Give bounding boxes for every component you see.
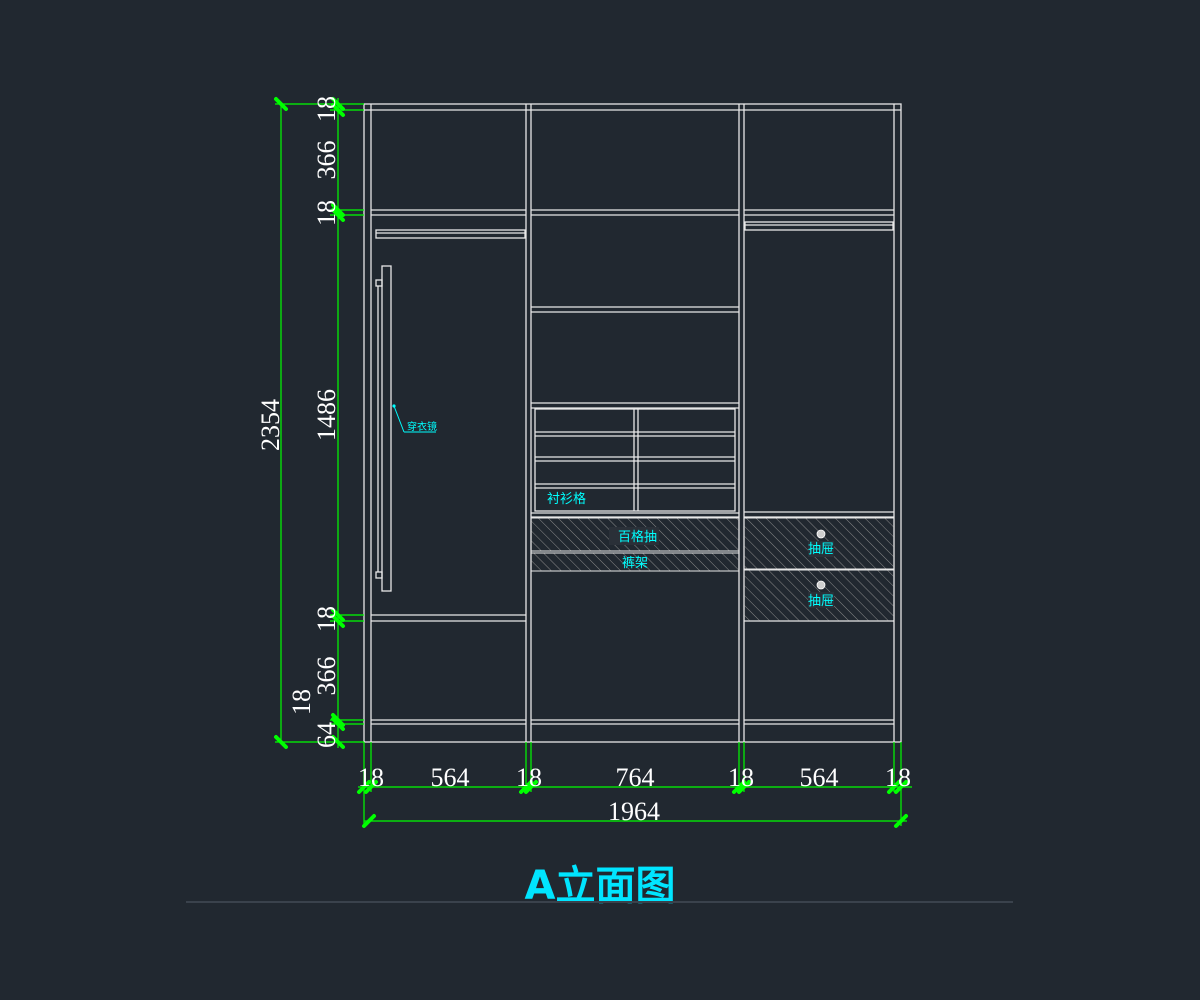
dimension-ticks bbox=[274, 97, 908, 828]
drawer-knobs bbox=[816, 529, 826, 590]
component-labels: 穿衣镜 衬衫格 百格抽 裤架 抽屉 抽屉 bbox=[392, 404, 834, 609]
drawer-2-knob-icon bbox=[816, 580, 826, 590]
dim-h-5: 564 bbox=[800, 763, 839, 792]
dim-h-6: 18 bbox=[885, 763, 911, 792]
dim-h-0: 18 bbox=[358, 763, 384, 792]
dim-h-1: 564 bbox=[431, 763, 470, 792]
dim-v-6: 18 bbox=[287, 689, 316, 715]
dim-v-3: 1486 bbox=[312, 389, 341, 441]
dim-v-0: 18 bbox=[312, 96, 341, 122]
dim-v-2: 18 bbox=[312, 200, 341, 226]
dim-v-1: 366 bbox=[312, 141, 341, 180]
label-hundred-drawer: 百格抽 bbox=[618, 529, 657, 545]
label-shirt-grid: 衬衫格 bbox=[547, 491, 586, 507]
drawer-1-knob-icon bbox=[816, 529, 826, 539]
dim-h-2: 18 bbox=[516, 763, 542, 792]
dim-h-3: 764 bbox=[616, 763, 655, 792]
trouser-rack-panel bbox=[530, 552, 740, 572]
dim-v-5: 366 bbox=[312, 657, 341, 696]
dim-v-7: 64 bbox=[312, 722, 341, 748]
shirt-grid bbox=[534, 408, 736, 512]
dimension-lines bbox=[275, 98, 912, 826]
cabinet-outline bbox=[363, 103, 902, 743]
dimension-texts-vertical: 2354 18 366 18 1486 18 366 18 64 bbox=[256, 96, 341, 748]
label-drawer-2: 抽屉 bbox=[808, 594, 834, 609]
label-trouser-rack: 裤架 bbox=[622, 556, 648, 571]
hatched-drawers bbox=[530, 517, 895, 622]
dim-v-4: 18 bbox=[312, 606, 341, 632]
label-drawer-1: 抽屉 bbox=[808, 542, 834, 557]
dim-total-height: 2354 bbox=[256, 399, 285, 451]
label-mirror: 穿衣镜 bbox=[407, 420, 437, 433]
dim-total-width: 1964 bbox=[608, 797, 660, 826]
dimension-texts-horizontal: 18 564 18 764 18 564 18 1964 bbox=[358, 763, 911, 826]
mirror-panel bbox=[381, 265, 392, 592]
dim-h-4: 18 bbox=[728, 763, 754, 792]
